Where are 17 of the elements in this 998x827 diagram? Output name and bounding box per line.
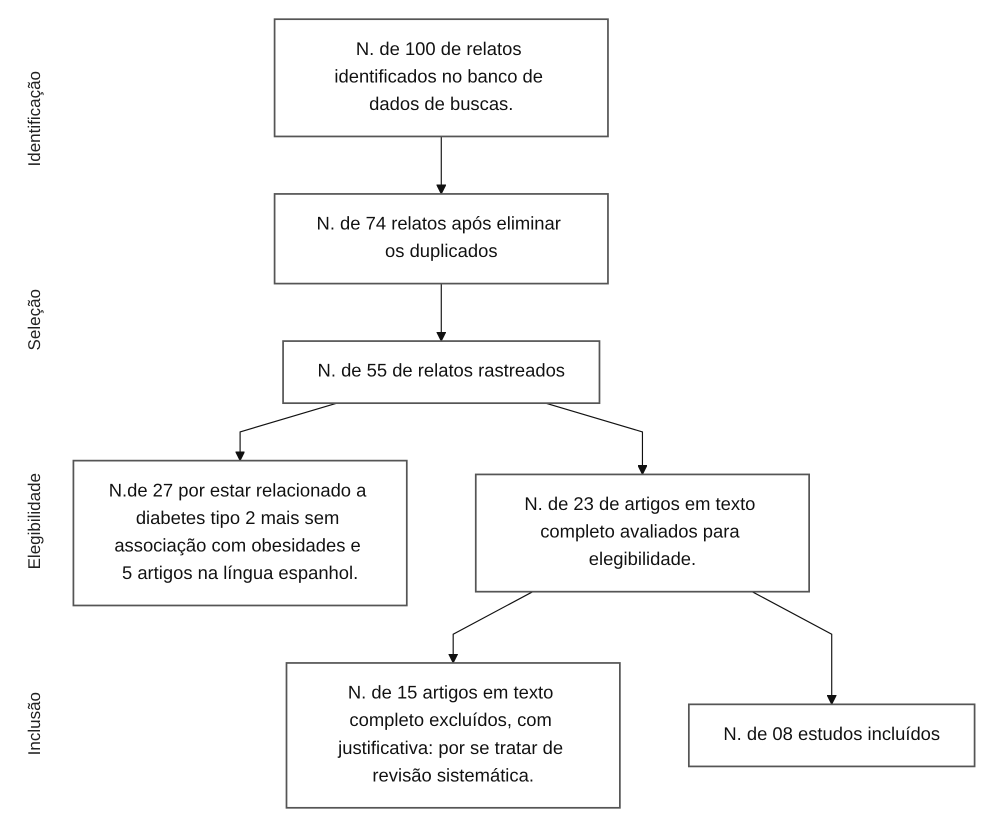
stage-label: Seleção (25, 289, 45, 351)
node-box: N.de 27 por estar relacionado a diabetes tipo 2 mais sem associação com obesidades e 5 artigos na língua espanhol. (72, 460, 408, 606)
stage-label: Elegibilidade (25, 473, 45, 570)
node-box: N. de 23 de artigos em texto completo avaliados para elegibilidade. (474, 474, 810, 593)
node-box: N. de 15 artigos em texto completo excluídos, com justificativa: por se tratar de revisão sistemática. (286, 662, 621, 809)
node-box: N. de 55 de relatos rastreados (282, 340, 600, 404)
arrow (546, 402, 648, 475)
node-box: N. de 74 relatos após eliminar os duplicados (274, 193, 609, 284)
arrow (436, 136, 446, 194)
node-box: N. de 100 de relatos identificados no banco de dados de buscas. (274, 18, 609, 138)
arrow (752, 591, 837, 705)
stage-label: Inclusão (25, 692, 45, 756)
arrow (448, 591, 534, 664)
arrow (235, 402, 337, 462)
arrow (436, 284, 446, 342)
node-box: N. de 08 estudos incluídos (688, 703, 976, 768)
stage-label: Identificação (25, 71, 45, 167)
